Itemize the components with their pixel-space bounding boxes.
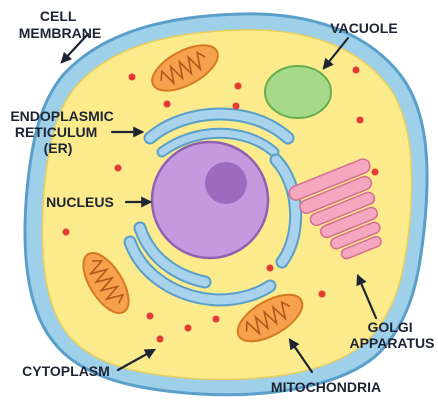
ribosome	[233, 103, 240, 110]
ribosome	[164, 101, 171, 108]
ribosome	[157, 336, 164, 343]
nucleus	[152, 142, 268, 258]
ribosome	[235, 83, 242, 90]
ribosome	[147, 313, 154, 320]
ribosome	[129, 74, 136, 81]
ribosome	[267, 265, 274, 272]
label-cell-membrane: CELL MEMBRANE	[19, 8, 101, 41]
label-mitochondria: MITOCHONDRIA	[271, 379, 381, 395]
ribosome	[213, 316, 220, 323]
ribosome	[115, 165, 122, 172]
ribosome	[357, 117, 364, 124]
label-cytoplasm: CYTOPLASM	[22, 363, 110, 379]
vacuole	[265, 66, 331, 118]
label-vacuole: VACUOLE	[330, 20, 397, 36]
nucleolus	[205, 162, 247, 204]
label-nucleus: NUCLEUS	[46, 194, 114, 210]
ribosome	[372, 169, 379, 176]
ribosome	[185, 325, 192, 332]
ribosome	[353, 67, 360, 74]
ribosome	[63, 229, 70, 236]
ribosome	[319, 291, 326, 298]
